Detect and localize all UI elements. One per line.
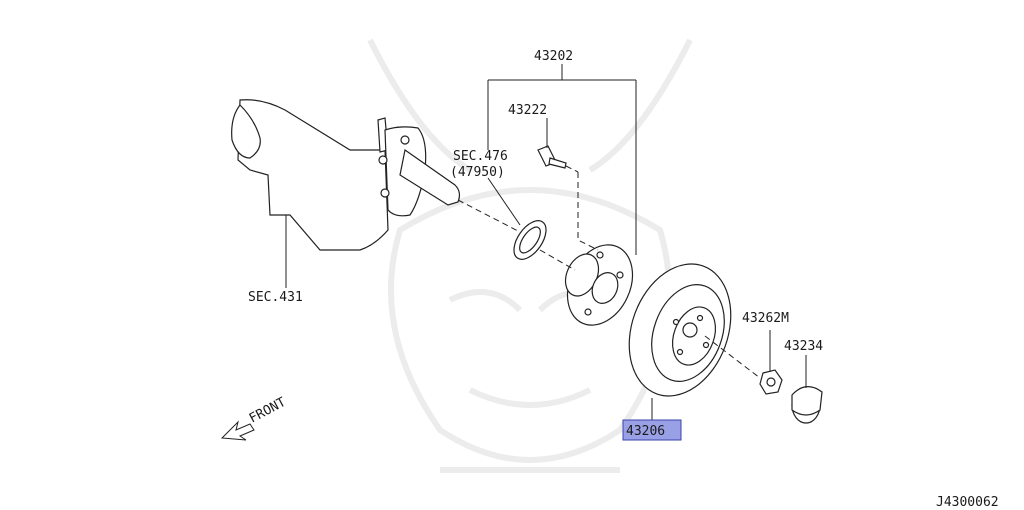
grease-cap <box>791 386 823 424</box>
drum-highlight[interactable] <box>622 419 682 441</box>
label-sec-476-sub: (47950) <box>450 165 505 180</box>
label-sec-431[interactable]: SEC.431 <box>248 290 303 305</box>
label-sec-476[interactable]: SEC.476 <box>453 149 508 164</box>
hub-nut <box>759 369 783 395</box>
leader-lines <box>285 64 807 420</box>
label-43202[interactable]: 43202 <box>534 49 573 64</box>
label-43234[interactable]: 43234 <box>784 339 823 354</box>
axle-knuckle <box>231 99 461 251</box>
label-43206[interactable]: 43206 <box>626 424 665 439</box>
hub-bolt <box>537 145 567 169</box>
label-43222[interactable]: 43222 <box>508 103 547 118</box>
seal-ring <box>513 220 547 260</box>
front-arrow-icon <box>220 420 255 441</box>
front-label: FRONT <box>247 395 289 427</box>
diagram-code: J4300062 <box>936 495 999 510</box>
wheel-hub <box>564 244 634 326</box>
assembly-lines <box>457 165 761 379</box>
label-43262m[interactable]: 43262M <box>742 311 789 326</box>
front-indicator: FRONT <box>220 395 289 441</box>
brake-drum <box>628 263 732 397</box>
